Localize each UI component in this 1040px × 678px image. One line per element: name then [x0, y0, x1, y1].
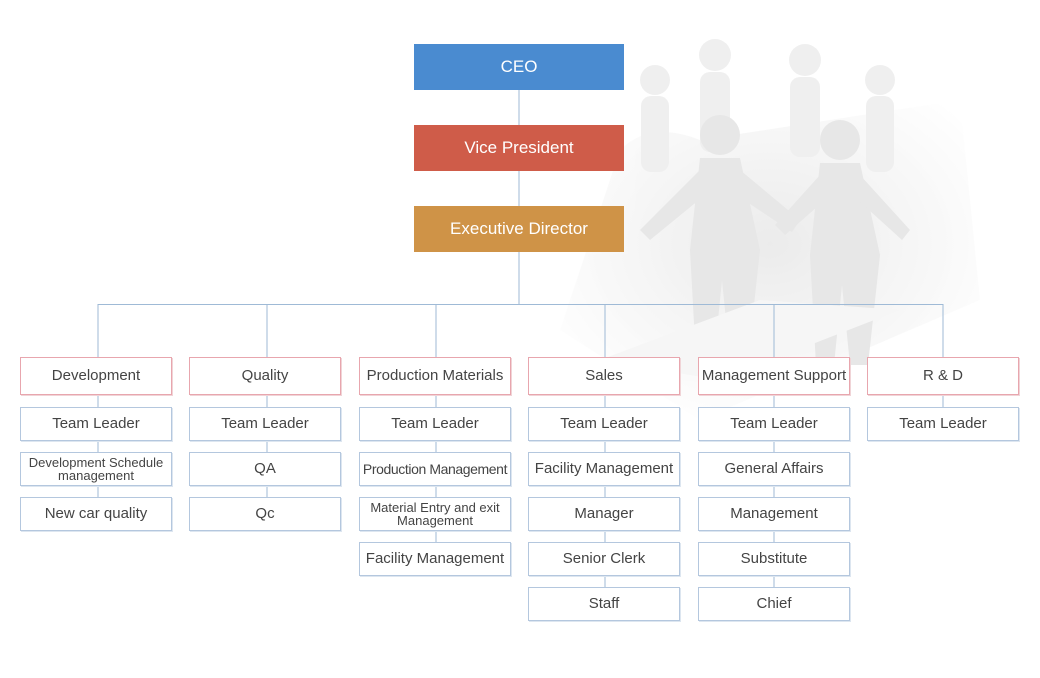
role-box: Chief: [698, 587, 850, 621]
dept-label: Quality: [241, 367, 289, 384]
executive-director-label: Executive Director: [450, 219, 588, 238]
dept-production-materials: Production Materials: [359, 357, 511, 395]
role-box: Management: [698, 497, 850, 531]
role-label: Material Entry and exit Management: [370, 500, 500, 528]
dept-label: R & D: [922, 367, 963, 384]
ceo-box: CEO: [414, 44, 624, 90]
role-box: Manager: [528, 497, 680, 531]
role-label: Team Leader: [730, 415, 818, 432]
role-box: Team Leader: [189, 407, 341, 441]
role-box: Substitute: [698, 542, 850, 576]
role-label: Production Management: [362, 461, 508, 477]
role-box: Production Management: [359, 452, 511, 486]
role-box: Facility Management: [359, 542, 511, 576]
role-label: Manager: [574, 505, 634, 522]
dept-label: Production Materials: [366, 367, 504, 384]
role-label: Team Leader: [221, 415, 309, 432]
role-box: QA: [189, 452, 341, 486]
role-box: Team Leader: [20, 407, 172, 441]
role-label: Qc: [255, 505, 275, 522]
role-label: Team Leader: [391, 415, 479, 432]
role-label: Team Leader: [560, 415, 648, 432]
ceo-label: CEO: [500, 57, 538, 76]
dept-label: Development: [51, 367, 141, 384]
dept-management-support: Management Support: [698, 357, 850, 395]
role-label: Team Leader: [899, 415, 987, 432]
dept-development: Development: [20, 357, 172, 395]
dept-quality: Quality: [189, 357, 341, 395]
role-label: General Affairs: [724, 460, 824, 477]
role-box: Development Schedule management: [20, 452, 172, 486]
role-box: Senior Clerk: [528, 542, 680, 576]
role-box: Team Leader: [359, 407, 511, 441]
dept-r-and-d: R & D: [867, 357, 1019, 395]
role-box: Material Entry and exit Management: [359, 497, 511, 531]
role-label: QA: [254, 460, 276, 477]
role-label: Facility Management: [534, 460, 674, 477]
role-box: Staff: [528, 587, 680, 621]
role-box: Facility Management: [528, 452, 680, 486]
role-label: Chief: [756, 595, 792, 612]
role-label: Staff: [588, 595, 620, 612]
role-label: Senior Clerk: [562, 550, 646, 567]
role-box: New car quality: [20, 497, 172, 531]
executive-director-box: Executive Director: [414, 206, 624, 252]
role-box: Team Leader: [698, 407, 850, 441]
role-label: Facility Management: [365, 550, 505, 567]
dept-sales: Sales: [528, 357, 680, 395]
vice-president-label: Vice President: [464, 138, 574, 157]
role-box: Team Leader: [867, 407, 1019, 441]
role-box: Team Leader: [528, 407, 680, 441]
role-label: Development Schedule management: [28, 455, 164, 483]
role-box: Qc: [189, 497, 341, 531]
vice-president-box: Vice President: [414, 125, 624, 171]
dept-label: Sales: [585, 367, 623, 384]
role-box: General Affairs: [698, 452, 850, 486]
role-label: Team Leader: [52, 415, 140, 432]
role-label: Management: [730, 505, 818, 522]
dept-label: Management Support: [701, 367, 847, 384]
role-label: Substitute: [740, 550, 808, 567]
role-label: New car quality: [44, 505, 148, 522]
